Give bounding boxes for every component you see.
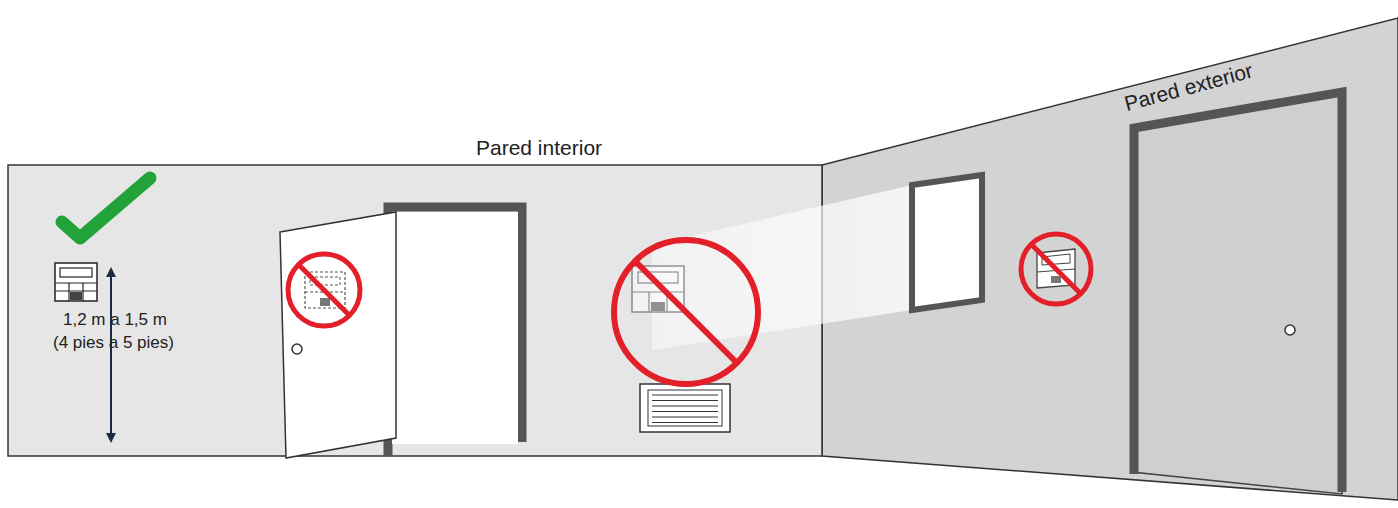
check-mark xyxy=(62,178,150,238)
door-knob xyxy=(1285,325,1295,335)
window xyxy=(912,175,982,310)
wall-label: Pared interior xyxy=(476,136,602,160)
open-door xyxy=(280,212,396,458)
dimension-label: (4 pies a 5 pies) xyxy=(53,333,174,353)
dimension-label: 1,2 m a 1,5 m xyxy=(63,310,167,330)
prohibited-sign xyxy=(614,240,758,384)
door-frame xyxy=(388,207,522,456)
door-knob xyxy=(292,344,302,354)
thermostat-ok xyxy=(55,263,97,301)
prohibited-sign xyxy=(288,254,360,326)
prohibited-sign xyxy=(1021,234,1091,304)
door-frame xyxy=(1134,92,1342,492)
exterior-door xyxy=(1132,92,1342,494)
doorway xyxy=(392,212,518,444)
air-vent xyxy=(640,384,730,432)
height-arrow xyxy=(110,272,112,438)
